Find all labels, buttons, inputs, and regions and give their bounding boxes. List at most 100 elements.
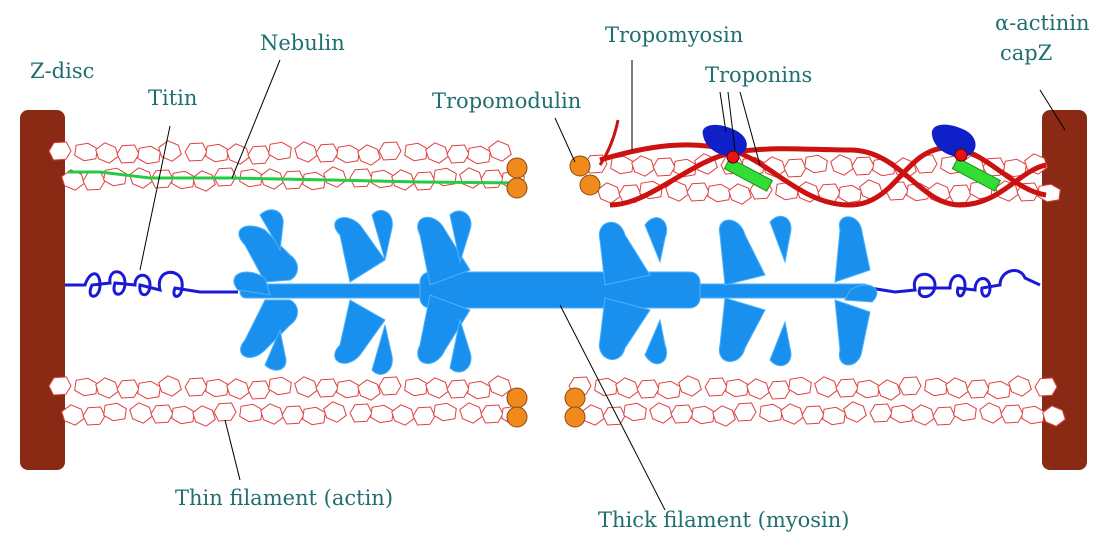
actin-monomer [713,406,736,426]
actin-monomer [595,378,618,395]
actin-monomer [789,377,812,394]
actin-monomer [159,141,182,161]
actin-monomer [632,156,655,176]
actin-monomer [138,381,161,398]
actin-monomer [96,143,119,163]
actin-monomer [227,379,250,399]
actin-monomer [988,381,1011,398]
actin-monomer [925,378,948,395]
actin-monomer [358,145,381,165]
actin-monomer [679,376,702,396]
actin-monomer [405,143,428,160]
titin-right [870,271,1040,297]
actin-monomer [624,403,647,420]
actin-monomer [117,380,139,398]
actin-monomer [598,183,621,203]
actin-monomer [708,184,731,201]
actin-monomer [823,407,846,424]
actin-monomer [946,378,969,398]
actin-monomer [878,380,901,400]
actin-monomer [295,377,318,397]
actin-monomer [729,184,752,204]
actin-monomer [261,404,284,424]
actin-monomer [193,406,216,426]
actin-monomer [650,403,673,423]
actin-monomer [692,406,715,423]
actin-monomer [104,168,127,185]
actin-monomer [206,144,229,161]
actin-monomer [980,403,1003,423]
label-thin-filament: Thin filament (actin) [175,486,393,510]
actin-monomer [616,378,639,398]
actin-monomer [151,405,173,423]
thin-filament-bottom-left [49,376,524,426]
actin-monomer [891,405,914,422]
actin-monomer [269,377,292,394]
actin-monomer [637,380,659,398]
actin-monomer [379,142,401,160]
actin-monomer [193,171,216,191]
actin-monomer [83,172,105,190]
actin-monomer [240,404,263,421]
actin-monomer [185,378,207,396]
actin-monomer [468,381,491,398]
actin-monomer [49,142,71,160]
actin-monomer [62,405,85,425]
actin-monomer [899,377,921,395]
actin-monomer [185,143,207,161]
label-nebulin: Nebulin [260,31,345,55]
actin-monomer [460,168,483,188]
actin-monomer [316,379,338,397]
actin-monomer [282,406,304,424]
actin-monomer [481,170,503,188]
actin-monomer [468,146,491,163]
z-disc-left [20,110,65,470]
actin-monomer [83,407,105,425]
actin-monomer [206,379,229,396]
actin-monomer [447,145,469,163]
actin-monomer [687,183,709,201]
actin-monomer [1022,406,1045,423]
actin-monomer [434,403,457,420]
actin-monomer [726,379,749,396]
actin-monomer [857,380,880,397]
actin-monomer [324,167,347,187]
actin-monomer [371,170,394,187]
actin-monomer [852,157,874,175]
actin-monomer [815,377,838,397]
actin-monomer [949,185,971,203]
actin-monomer [481,405,503,423]
actin-monomer [138,146,161,163]
actin-monomer [172,171,195,188]
actin-monomer [426,378,449,398]
actin-monomer [870,404,892,422]
actin-monomer [248,146,270,164]
actin-monomer [227,144,250,164]
actin-monomer [1009,376,1032,396]
actin-monomer [214,403,236,421]
actin-monomer [611,156,634,173]
label-troponins: Troponins [705,63,812,87]
label-alpha-actinin: α-actinin [995,11,1089,35]
actin-monomer [705,378,727,396]
actin-monomer [303,407,326,424]
actin-monomer [658,381,681,398]
actin-monomer [49,377,71,395]
actin-monomer [805,155,828,172]
actin-monomer [358,380,381,400]
actin-monomer [460,403,483,423]
actin-monomer [954,403,977,420]
actin-monomer [912,405,935,425]
thin-filament-bottom-right [569,376,1065,426]
label-titin: Titin [148,86,197,110]
actin-monomer [350,404,372,422]
actin-monomer [337,145,360,162]
actin-monomer [447,380,469,398]
actin-monomer [379,377,401,395]
actin-monomer [671,405,693,423]
actin-monomer [933,407,955,425]
actin-monomer [760,404,783,421]
actin-monomer [1035,378,1057,396]
actin-monomer [117,145,139,163]
actin-monomer [269,142,292,159]
